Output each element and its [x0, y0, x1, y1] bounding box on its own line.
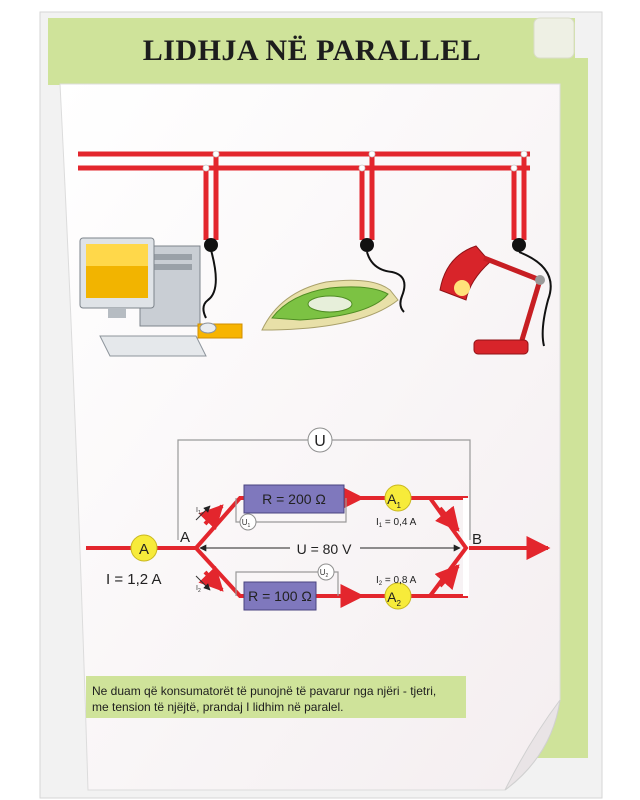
- voltmeter-1: [239, 513, 257, 531]
- desk-lamp-icon: [439, 245, 552, 355]
- ammeter-2: [384, 582, 412, 610]
- voltage-label: U = 80 V: [297, 541, 353, 557]
- resistor-2: [243, 581, 317, 611]
- branch-1-current-label: I1 = 0,4 A: [376, 517, 417, 529]
- voltmeter-2-label: U2: [320, 568, 329, 579]
- ammeter-1: [384, 484, 412, 512]
- page-curl: [504, 699, 561, 791]
- caption-band: [86, 676, 466, 718]
- voltmeter-main: [307, 427, 333, 453]
- ammeter-main: [130, 534, 158, 562]
- resistor-1: [243, 484, 345, 514]
- node-b-label: B: [472, 531, 482, 548]
- resistor-2-label: R = 100 Ω: [248, 588, 312, 604]
- branch-2-arrow-label: I2: [196, 585, 201, 594]
- circuit-diagram: [86, 439, 551, 608]
- ammeter-2-label: A2: [387, 589, 401, 608]
- ammeter-1-label: A1: [387, 491, 401, 510]
- corner-note: [533, 17, 575, 59]
- branch-1-arrow-label: I1: [196, 507, 201, 516]
- resistor-1-label: R = 200 Ω: [262, 491, 326, 507]
- title-band: [48, 18, 575, 85]
- page-title: LIDHJA NË PARALLEL: [142, 34, 482, 67]
- supply-lines: [78, 150, 530, 252]
- branch-2-current-label: I2 = 0,8 A: [376, 575, 417, 587]
- main-current-label: I = 1,2 A: [106, 571, 161, 588]
- computer-icon: [79, 237, 243, 357]
- caption-line-1: Ne duam që konsumatorët të punojnë të pa…: [92, 684, 437, 698]
- ammeter-main-label: A: [139, 541, 149, 558]
- node-a-label: A: [180, 529, 190, 546]
- iron-icon: [261, 251, 406, 331]
- caption-line-2: me tension të njëjtë, prandaj I lidhim n…: [92, 700, 344, 714]
- voltmeter-1-label: U1: [242, 518, 251, 529]
- voltmeter-2: [317, 563, 335, 581]
- voltmeter-main-label: U: [314, 433, 326, 450]
- caption-text: Ne duam që konsumatorët të punojnë të pa…: [92, 683, 466, 715]
